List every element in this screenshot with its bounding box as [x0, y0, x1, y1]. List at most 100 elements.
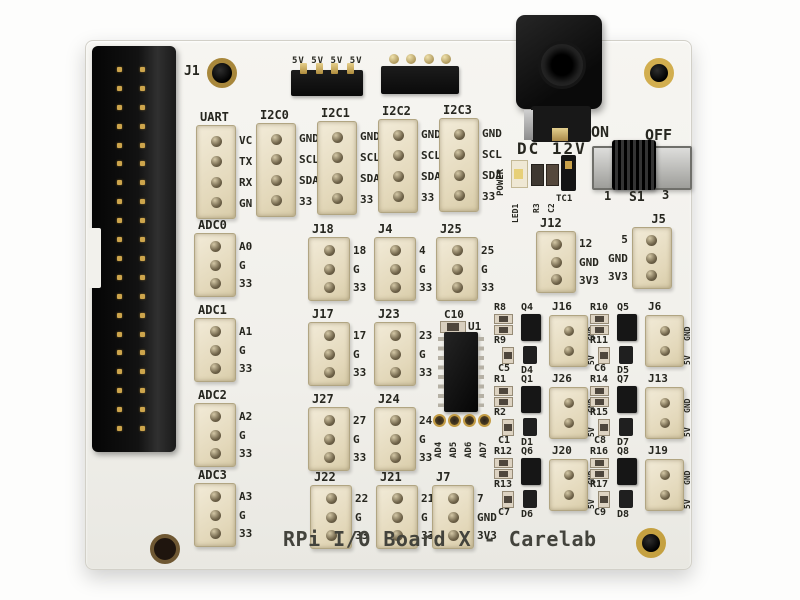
switch-ref-label: S1	[629, 190, 645, 205]
smd-resistor	[494, 469, 513, 479]
pin-hole	[550, 256, 562, 268]
header-pin	[140, 331, 145, 337]
pin-hole	[563, 326, 574, 336]
header-pin	[140, 369, 145, 375]
pin-label: G	[419, 262, 426, 276]
mounting-hole	[644, 58, 674, 88]
pin-label: GND	[360, 130, 380, 143]
header-pin	[140, 123, 145, 129]
pin-hole	[209, 411, 221, 423]
connector	[194, 318, 236, 382]
gnd-label: GND	[683, 398, 692, 413]
pin-label: G	[419, 347, 426, 361]
mounting-hole	[636, 528, 666, 558]
connector	[645, 459, 684, 511]
header-pin	[117, 218, 122, 224]
connector	[194, 233, 236, 297]
pin-hole	[392, 191, 404, 203]
pin-hole	[323, 366, 335, 378]
ad-hole-station: AD4	[432, 414, 446, 458]
pin-hole	[447, 493, 459, 505]
header-pin	[140, 161, 145, 167]
ad-hole-label: AD7	[479, 441, 489, 458]
pin-label: GND	[579, 255, 599, 269]
connector-label: J7	[436, 470, 451, 484]
component-tc1	[561, 155, 576, 191]
jack-opening	[538, 41, 586, 89]
pin-label: SCL	[360, 151, 380, 164]
pin-hole	[210, 197, 222, 209]
header-pin	[140, 426, 145, 432]
header-pin	[117, 142, 122, 148]
power-pin-header	[291, 63, 363, 96]
pin-label: 23	[419, 328, 433, 342]
5v-label: 5V	[683, 355, 692, 365]
resistor-label: R13	[494, 479, 513, 490]
pin-label: SDA	[482, 169, 502, 182]
ad-hole-station: AD6	[462, 414, 476, 458]
pin-hole	[659, 398, 670, 408]
pin-hole	[550, 238, 562, 250]
ad-hole-label: AD5	[449, 441, 459, 458]
resistor-label: R12	[494, 446, 513, 457]
connector-label: J20	[552, 444, 572, 457]
pin-hole	[209, 241, 221, 253]
led1-label: LED1	[511, 203, 520, 223]
connector	[374, 407, 416, 471]
connector-label: J24	[378, 392, 400, 406]
diode-label: D6	[521, 509, 534, 520]
pin-label: G	[419, 432, 426, 446]
pin-label: 24	[419, 413, 433, 427]
driver-cell: R12 Q6 J20 R13 C7 D6 GND 5V	[494, 444, 596, 520]
connector-label: ADC1	[198, 303, 227, 317]
connector	[308, 322, 350, 386]
header-pin	[117, 426, 122, 432]
pin-label: 33	[353, 451, 367, 465]
header-pin	[140, 104, 145, 110]
pin-label: 33	[353, 366, 367, 380]
pin-hole	[323, 451, 335, 463]
pin-hole	[447, 511, 459, 523]
jumper-pin	[388, 54, 399, 64]
pin-hole	[391, 529, 403, 541]
connector-label: J26	[552, 372, 572, 385]
smd-diode	[523, 418, 537, 436]
mounting-hole	[150, 534, 180, 564]
r3-label: R3	[532, 203, 541, 213]
connector-label: ADC0	[198, 218, 227, 232]
header-pin	[117, 255, 122, 261]
transistor-label: Q8	[617, 446, 630, 457]
pin-label: 3V3	[579, 273, 599, 287]
smd-diode	[619, 346, 633, 364]
diode-label: D4	[521, 365, 534, 376]
pin-label: SCL	[299, 153, 319, 166]
pin-label: SDA	[299, 174, 319, 187]
smd-transistor	[617, 386, 637, 413]
pin-hole	[331, 172, 343, 184]
connector-label: J13	[648, 372, 668, 385]
smd-capacitor	[598, 419, 610, 436]
connector-label: J5	[651, 212, 666, 226]
jumper-pin-header	[381, 54, 459, 94]
pin-hole	[453, 128, 465, 140]
pin-hole	[270, 174, 282, 186]
mounting-hole	[207, 58, 237, 88]
header-pin	[140, 180, 145, 186]
pin-label: 4	[419, 243, 426, 257]
pin-hole	[323, 415, 335, 427]
pin-label: GND	[477, 510, 497, 524]
header-pin	[140, 85, 145, 91]
pin-label: A3	[239, 489, 253, 503]
connector	[631, 227, 672, 289]
smd-resistor	[590, 386, 609, 396]
capacitor-label: C8	[594, 435, 607, 446]
pin-hole	[389, 433, 401, 445]
jumper-pin	[441, 54, 452, 64]
pin-hole	[389, 245, 401, 257]
smd-resistor	[494, 325, 513, 335]
